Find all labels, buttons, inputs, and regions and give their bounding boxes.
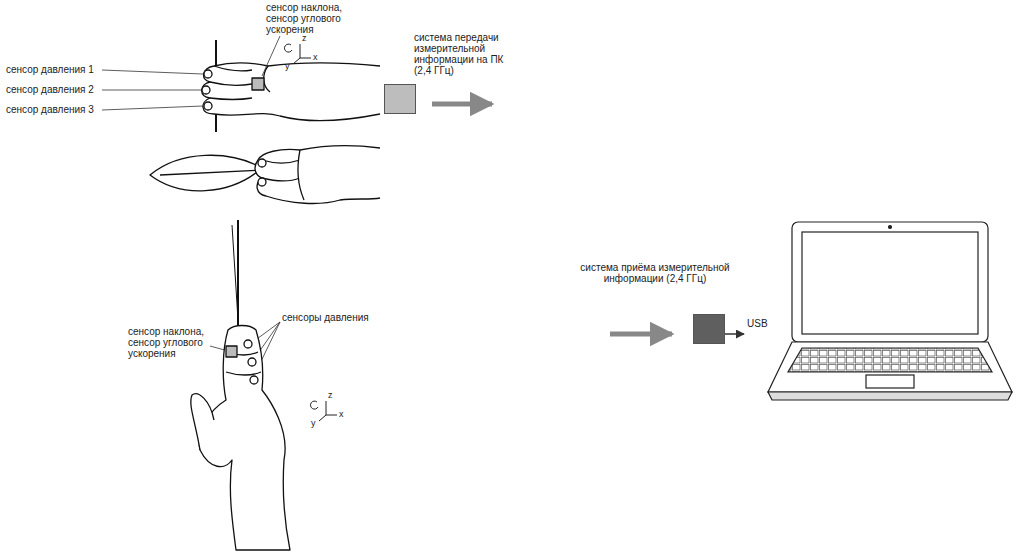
hand-bottom: [191, 220, 290, 550]
sensor-label: сенсор давления 3: [6, 104, 106, 115]
sensor-label: сенсор давления 1: [6, 64, 106, 75]
device-square: [693, 314, 725, 344]
device-square: [384, 84, 416, 114]
axis-label: y: [285, 62, 290, 71]
laptop-icon: [768, 222, 1012, 400]
box-label: система приёма измерительной информации …: [580, 262, 730, 284]
sensor-label: сенсор давления 2: [6, 84, 106, 95]
axes-symbol: [284, 44, 337, 421]
box-label: система передачи измерительной информаци…: [414, 32, 518, 76]
axis-label: x: [313, 53, 318, 62]
port-label: USB: [747, 318, 768, 329]
sensor-label: сенсоры давления: [282, 312, 378, 323]
axis-label: x: [339, 410, 344, 419]
sensor-label: сенсор наклона, сенсор углового ускорени…: [128, 326, 212, 359]
transmitter-box: система передачи измерительной информаци…: [384, 32, 518, 114]
hand-top: [202, 40, 380, 132]
axis-label: z: [328, 391, 333, 400]
sensor-label: сенсор наклона, сенсор углового ускорени…: [266, 2, 348, 35]
receiver-box: система приёма измерительной информации …: [580, 262, 730, 344]
signal-arrows: [432, 104, 744, 334]
axis-label: z: [302, 34, 307, 43]
hand-middle: [150, 146, 380, 204]
axis-label: y: [311, 419, 316, 428]
